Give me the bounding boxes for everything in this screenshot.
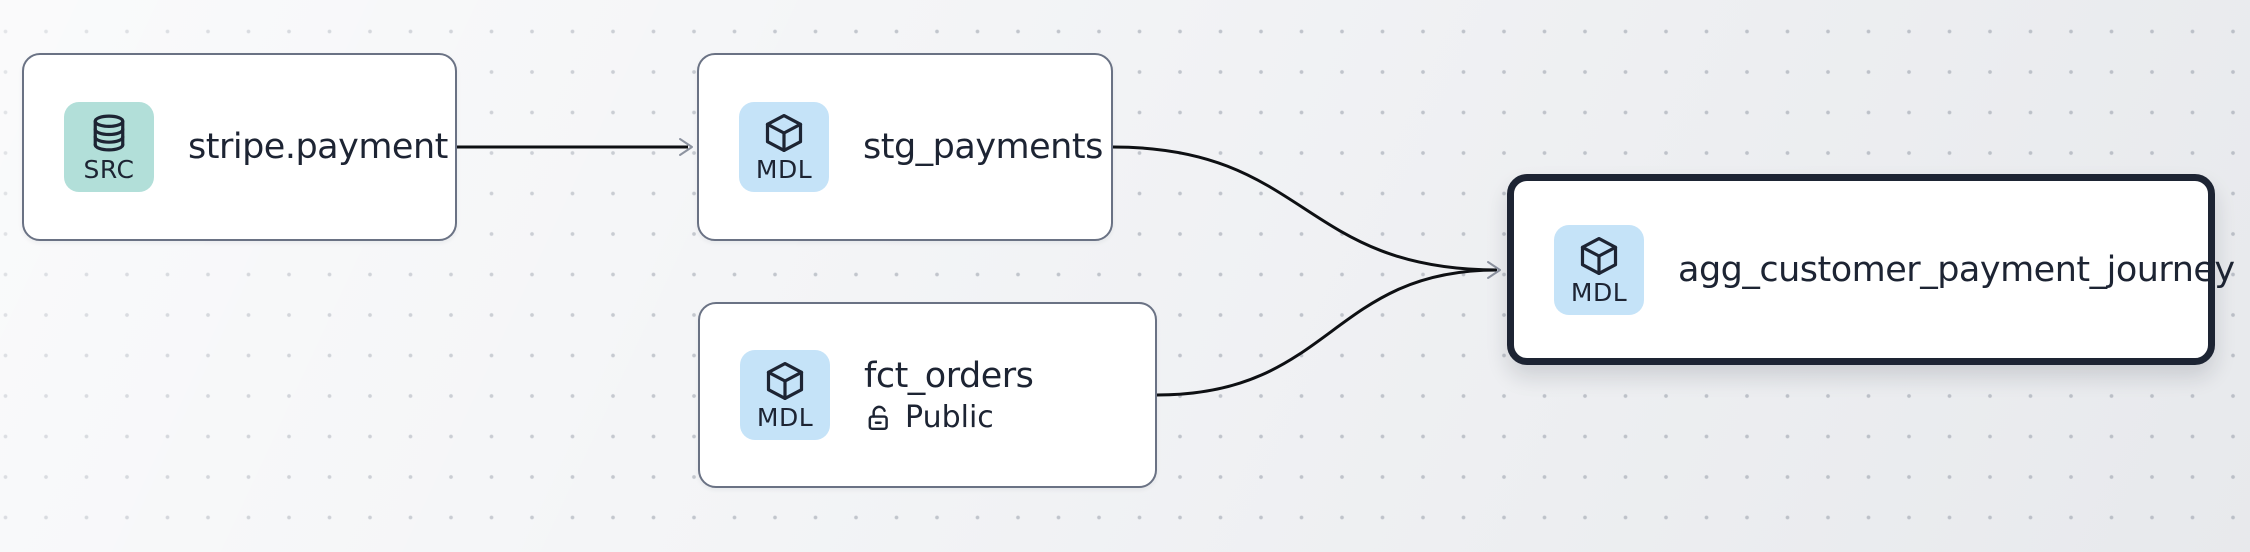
model-type-badge: MDL — [739, 102, 829, 192]
model-type-badge: MDL — [740, 350, 830, 440]
model-type-badge: MDL — [1554, 224, 1644, 315]
visibility-label: Public — [905, 400, 994, 435]
visibility-row: Public — [864, 401, 1033, 435]
node-stripe-payment[interactable]: SRC stripe.payment — [22, 53, 457, 241]
node-stg-payments[interactable]: MDL stg_payments — [697, 53, 1113, 241]
arrowhead-icon — [679, 138, 693, 156]
badge-label: MDL — [1570, 277, 1628, 307]
edge-stg-payments-to-agg-customer-payment-journey[interactable] — [1112, 145, 1498, 272]
node-title: fct_orders — [864, 356, 1034, 396]
badge-label: MDL — [756, 403, 814, 432]
cube-icon — [766, 361, 804, 401]
database-icon — [93, 114, 125, 152]
badge-label: MDL — [755, 155, 813, 184]
node-title: agg_customer_payment_journey — [1678, 249, 2235, 290]
node-agg-customer-payment-journey[interactable]: MDL agg_customer_payment_journey — [1507, 174, 2235, 365]
cube-icon — [765, 113, 803, 153]
node-title: stripe.payment — [188, 127, 448, 167]
source-type-badge: SRC — [64, 102, 154, 192]
arrowhead-icon — [1487, 261, 1501, 279]
lock-open-icon — [868, 405, 888, 430]
edge-fct-orders-to-agg-customer-payment-journey[interactable] — [1156, 268, 1498, 397]
node-fct-orders[interactable]: MDL fct_orders Public — [698, 302, 1157, 488]
cube-icon — [1580, 236, 1618, 275]
node-title: stg_payments — [863, 127, 1103, 167]
badge-label: SRC — [83, 155, 135, 184]
